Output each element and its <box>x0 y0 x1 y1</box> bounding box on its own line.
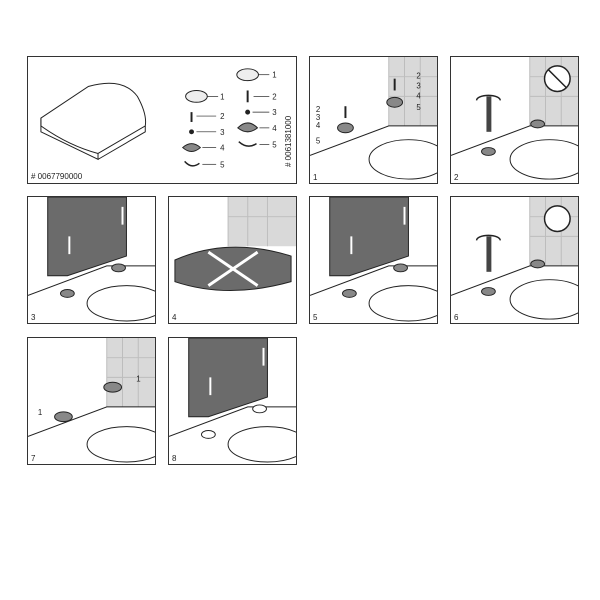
hinge-block-icon <box>386 96 404 108</box>
hinge-block-icon <box>237 122 259 133</box>
part-label: 5 <box>416 103 421 112</box>
cap-icon <box>103 381 123 393</box>
part-label-b5: 5 <box>272 141 277 150</box>
overview-illustration: 1 2 3 4 5 1 2 3 4 5 <box>40 68 277 169</box>
step-6-illustration <box>451 197 578 320</box>
step-8-illustration <box>169 338 296 463</box>
down-arrow-icon <box>68 206 124 255</box>
up-arrow-icon <box>350 206 406 255</box>
cap-icon <box>185 89 208 103</box>
part-label-b1: 1 <box>272 71 276 80</box>
step-2-panel: 2 <box>450 56 579 184</box>
toilet-bowl-shape <box>368 139 437 180</box>
step-number: 5 <box>313 313 318 322</box>
washer-icon <box>189 129 194 135</box>
step-number: 2 <box>454 173 459 182</box>
overview-panel: 1 2 3 4 5 1 2 3 4 5 # 0067790000 # 00613… <box>27 56 297 184</box>
part-code-a: # 0067790000 <box>31 172 83 181</box>
clip-icon <box>238 141 257 147</box>
cap-icon <box>54 411 73 423</box>
seat-shape <box>188 338 268 418</box>
part-label-a2: 2 <box>220 112 224 121</box>
rotate-arrow-icon <box>475 94 501 101</box>
seat-lid-shape <box>40 82 147 154</box>
tighten-strength-icon <box>543 205 571 233</box>
step-number: 6 <box>454 313 459 322</box>
cap-icon <box>236 68 259 82</box>
hinge-block-icon <box>181 143 202 152</box>
step-8-panel: 8 <box>168 337 297 465</box>
clip-icon <box>184 160 200 167</box>
part-label: 1 <box>38 408 42 417</box>
screwdriver-icon <box>486 236 492 272</box>
step-number: 4 <box>172 313 177 322</box>
step-7-panel: 1 1 7 <box>27 337 156 465</box>
step-4-illustration <box>174 197 296 291</box>
step-5-illustration <box>310 197 437 322</box>
part-label: 3 <box>416 82 421 91</box>
part-label-b4: 4 <box>272 124 277 133</box>
step-number: 8 <box>172 454 177 463</box>
part-label: 1 <box>136 374 140 383</box>
part-label-a5: 5 <box>220 160 225 169</box>
part-label-a1: 1 <box>220 92 224 101</box>
step-7-illustration: 1 1 <box>28 338 155 463</box>
part-label: 3 <box>316 113 321 122</box>
step-2-illustration <box>451 57 578 180</box>
part-label-a4: 4 <box>220 144 225 153</box>
seat-shape <box>47 197 127 277</box>
step-3-illustration <box>28 197 155 322</box>
step-1-illustration: 2 3 4 5 2 3 4 5 <box>310 57 437 180</box>
part-label: 2 <box>316 105 320 114</box>
step-6-panel: 6 <box>450 196 579 324</box>
washer-icon <box>245 109 251 115</box>
step-4-panel: 4 <box>168 196 297 324</box>
step-1-panel: 2 3 4 5 2 3 4 5 1 <box>309 56 438 184</box>
step-number: 3 <box>31 313 36 322</box>
move-arrows-icon <box>207 250 259 287</box>
step-number: 1 <box>313 173 318 182</box>
part-label: 5 <box>316 137 321 146</box>
part-code-b: # 0061381000 <box>284 115 293 167</box>
part-label-b2: 2 <box>272 92 276 101</box>
part-label-b3: 3 <box>272 108 277 117</box>
seat-shape <box>329 197 409 277</box>
down-arrow-icon <box>209 347 265 396</box>
screwdriver-icon <box>486 96 492 132</box>
part-label: 2 <box>416 72 420 81</box>
hinge-block-icon <box>337 122 354 134</box>
part-label: 4 <box>316 121 321 130</box>
rotate-arrow-icon <box>475 234 501 241</box>
step-3-panel: 3 <box>27 196 156 324</box>
part-label-a3: 3 <box>220 128 225 137</box>
step-number: 7 <box>31 454 36 463</box>
step-5-panel: 5 <box>309 196 438 324</box>
part-label: 4 <box>416 91 421 100</box>
